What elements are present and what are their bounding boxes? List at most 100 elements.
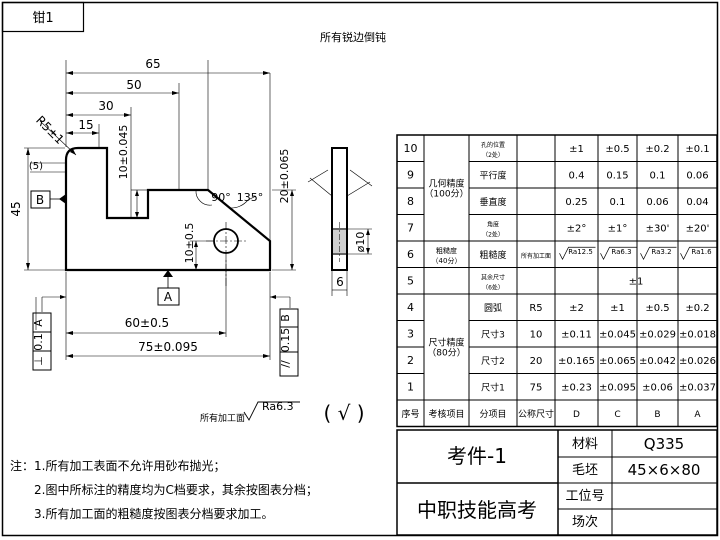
- table-cell-value: 0.06: [646, 197, 668, 208]
- table-header-cell: 公称尺寸: [518, 408, 554, 420]
- note-1: 1.所有加工表面不允许用砂布抛光；: [34, 458, 225, 473]
- table-cell-value: ±0.06: [642, 382, 673, 393]
- perp-symbol: ⊥: [32, 356, 45, 366]
- title-block: [396, 429, 718, 536]
- dim-5: (5): [29, 161, 43, 172]
- table-cell-item: （6处）: [482, 283, 504, 291]
- table-cell-no: 4: [407, 301, 414, 314]
- dim-6: 6: [336, 275, 344, 289]
- table-cell-item: 垂直度: [479, 196, 506, 208]
- table-cell-value: ±1°: [608, 223, 628, 234]
- group-size-label: （80分）: [427, 348, 465, 359]
- table-cell-value: 0.04: [686, 197, 708, 208]
- part-outline: [64, 146, 272, 272]
- dim-r5: R5±1: [33, 113, 67, 147]
- table-cell-item: （2处）: [482, 230, 504, 238]
- table-header-cell: A: [694, 410, 701, 420]
- table-cell-value: ±0.2: [645, 144, 669, 155]
- table-cell-item: 孔的位置: [481, 141, 505, 149]
- table-cell-value: ±0.2: [685, 303, 709, 314]
- table-cell-no: 2: [407, 354, 414, 367]
- table-header-cell: C: [614, 410, 620, 420]
- table-cell-item: 圆弧: [484, 302, 502, 314]
- table-cell-value: ±30': [646, 223, 670, 234]
- table-cell-value: 0.25: [565, 197, 587, 208]
- table-cell-value: 0.06: [686, 170, 708, 181]
- perpendicularity-frame: A 0.1 ⊥: [32, 312, 52, 371]
- table-cell-item: 尺寸3: [481, 328, 505, 340]
- tab-box: [1, 1, 85, 33]
- seq-label: 场次: [572, 514, 598, 530]
- blank-label: 毛坯: [572, 463, 598, 478]
- table-cell-value: ±0.026: [679, 356, 716, 367]
- note-2: 2.图中所标注的精度均为C档要求，其余按图表分档；: [34, 482, 318, 497]
- table-cell-value: ±20': [686, 223, 710, 234]
- table-cell-no: 5: [407, 274, 414, 287]
- table-header-cell: 序号: [401, 408, 419, 420]
- roughness-paren: ( √ ): [323, 401, 364, 425]
- table-cell-value: 0.1: [650, 170, 666, 181]
- dim-50: 50: [126, 78, 141, 92]
- table-cell-no: 3: [407, 327, 414, 340]
- dim-60: 60±0.5: [125, 316, 169, 330]
- table-header-cell: D: [573, 410, 580, 420]
- side-view: [307, 147, 373, 296]
- par-tol: 0.15: [279, 328, 292, 353]
- table-cell-value: ±0.11: [561, 329, 592, 340]
- table-cell-value: ±0.165: [558, 356, 595, 367]
- table-cell-value: 0.15: [606, 170, 628, 181]
- dim-15: 15: [78, 118, 93, 132]
- table-cell-nominal: 75: [530, 382, 543, 393]
- table-cell-value: ±0.095: [599, 382, 636, 393]
- table-cell-value: ±2: [569, 303, 584, 314]
- table-header-cell: 分项目: [479, 409, 506, 420]
- note-3: 3.所有加工面的粗糙度按图表分档要求加工。: [34, 506, 273, 521]
- angle-90: 90°: [211, 191, 231, 204]
- par-symbol: //: [279, 360, 292, 368]
- table-cell-no: 6: [407, 248, 414, 261]
- table-cell-nominal: 所有加工面: [521, 252, 551, 260]
- table-cell-item: 其余尺寸: [481, 273, 505, 281]
- table-cell-value: ±0.5: [645, 303, 669, 314]
- table-cell-value: Ra1.6: [691, 248, 712, 256]
- datum-b-label: B: [36, 193, 44, 207]
- dim-65: 65: [145, 57, 160, 71]
- datum-a-label: A: [164, 290, 173, 304]
- group-geo-label: 几何精度: [428, 178, 464, 190]
- table-cell-value: ±0.045: [599, 329, 636, 340]
- exam-name: 中职技能高考: [417, 498, 537, 522]
- table-cell-no: 8: [407, 195, 414, 208]
- roughness-symbol-cell: [680, 246, 717, 261]
- table-cell-value: ±1: [569, 144, 584, 155]
- angle-135: 135°: [237, 191, 264, 204]
- dim-45: 45: [9, 201, 23, 216]
- table-cell-value: ±0.029: [639, 329, 676, 340]
- table-cell-value: ±1: [610, 303, 625, 314]
- table-cell-value: ±0.037: [679, 382, 716, 393]
- table-cell-no: 7: [407, 221, 414, 234]
- material-value: Q335: [644, 435, 684, 453]
- top-note: 所有锐边倒钝: [320, 30, 386, 44]
- roughness-value: Ra6.3: [262, 400, 294, 413]
- perp-ref: A: [32, 319, 45, 327]
- parallelism-frame: B 0.15 //: [279, 308, 299, 377]
- table-cell-value: 0.1: [610, 197, 626, 208]
- table-cell-value: ±0.1: [685, 144, 709, 155]
- dim-30: 30: [98, 99, 113, 113]
- roughness-symbol: [243, 401, 300, 421]
- tab-label: 钳1: [32, 11, 53, 26]
- blank-value: 45×6×80: [628, 461, 701, 479]
- table-cell-item: （2处）: [482, 151, 504, 159]
- table-cell-value: ±1: [629, 276, 644, 287]
- dim-75: 75±0.095: [138, 340, 198, 354]
- table-header-cell: B: [654, 410, 660, 420]
- table-cell-value: ±2°: [567, 223, 587, 234]
- station-label: 工位号: [565, 489, 604, 504]
- part-name: 考件-1: [447, 444, 507, 468]
- dim-10-045: 10±0.045: [117, 125, 130, 180]
- table-cell-value: Ra3.2: [651, 248, 671, 256]
- table-cell-no: 9: [407, 168, 414, 181]
- group-rough-label: 粗糙度: [436, 246, 457, 255]
